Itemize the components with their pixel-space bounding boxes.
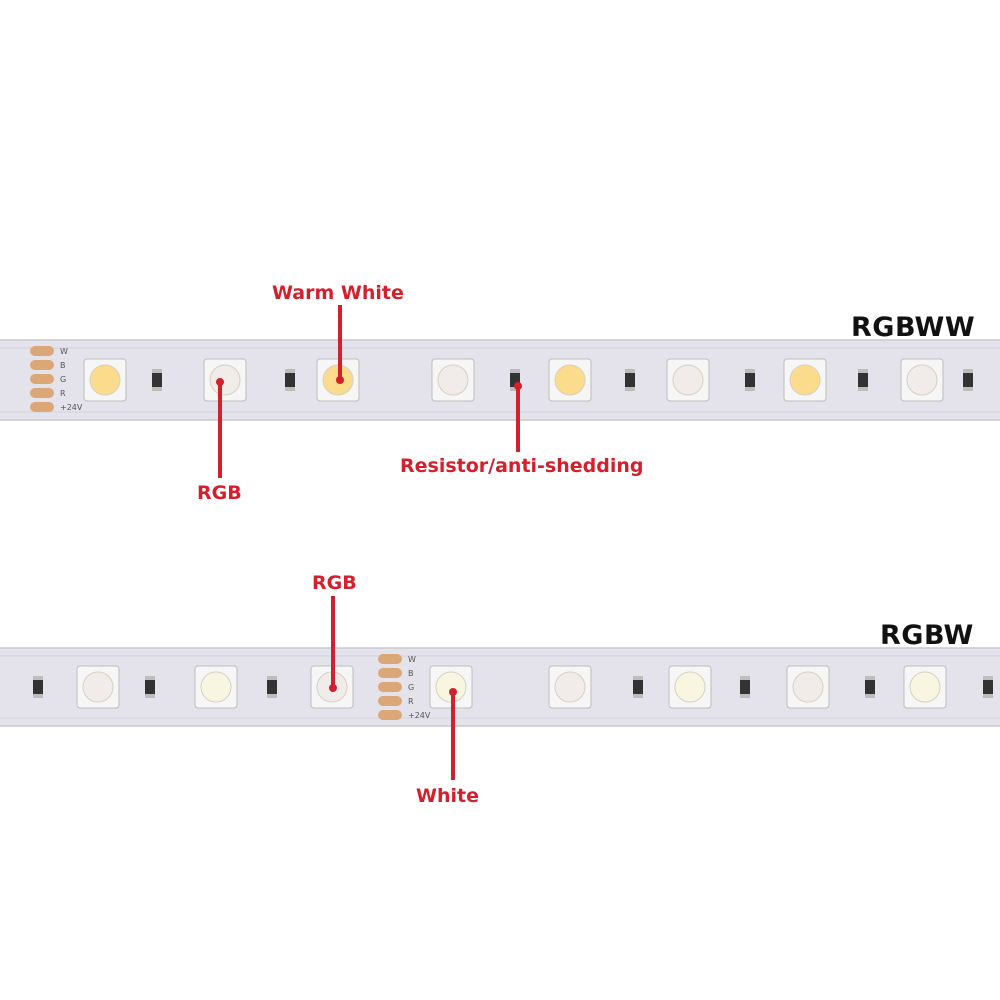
pad-mark: W (60, 347, 68, 356)
led-emitter (909, 671, 941, 703)
strip-body (0, 339, 1000, 421)
resistor-cap (963, 369, 973, 373)
resistor-pointer-dot (514, 382, 522, 390)
solder-pad (30, 402, 54, 412)
resistor-cap (740, 694, 750, 698)
solder-pad (378, 710, 402, 720)
warm-white-callout: Warm White (272, 282, 404, 304)
led-emitter (554, 364, 586, 396)
pad-mark: W (408, 655, 416, 664)
resistor-cap (858, 387, 868, 391)
resistor-cap (285, 369, 295, 373)
resistor-cap (33, 676, 43, 680)
solder-pad (378, 654, 402, 664)
led-emitter (209, 364, 241, 396)
pad-mark: B (60, 361, 66, 370)
rgb-pointer-top (218, 382, 222, 478)
solder-pad (30, 346, 54, 356)
led-emitter (674, 671, 706, 703)
led-emitter (200, 671, 232, 703)
white-callout: White (416, 785, 479, 807)
resistor-cap (152, 387, 162, 391)
solder-pad (378, 682, 402, 692)
resistor (745, 369, 755, 391)
resistor-cap (33, 694, 43, 698)
rgbw-label: RGBW (880, 620, 974, 651)
resistor (983, 676, 993, 698)
led-emitter (89, 364, 121, 396)
resistor-cap (983, 694, 993, 698)
resistor-cap (633, 694, 643, 698)
pad-mark: B (408, 669, 414, 678)
resistor-pointer (516, 386, 520, 452)
rgb-pointer-bottom (331, 596, 335, 688)
resistor (963, 369, 973, 391)
rgb-callout-bottom: RGB (312, 572, 357, 594)
led-emitter (437, 364, 469, 396)
solder-pad (378, 696, 402, 706)
solder-pad (30, 360, 54, 370)
resistor-cap (145, 676, 155, 680)
resistor-callout: Resistor/anti-shedding (400, 455, 644, 477)
resistor (858, 369, 868, 391)
pad-mark: R (408, 697, 414, 706)
solder-pad (378, 668, 402, 678)
white-pointer (451, 692, 455, 780)
resistor (33, 676, 43, 698)
resistor-cap (285, 387, 295, 391)
resistor (152, 369, 162, 391)
resistor-cap (858, 369, 868, 373)
resistor (625, 369, 635, 391)
resistor-cap (745, 387, 755, 391)
resistor-cap (625, 369, 635, 373)
resistor-cap (963, 387, 973, 391)
led-emitter (82, 671, 114, 703)
pad-mark: +24V (408, 711, 431, 720)
pad-mark: +24V (60, 403, 83, 412)
led-emitter (554, 671, 586, 703)
rgb-pointer-top-dot (216, 378, 224, 386)
solder-pad (30, 388, 54, 398)
resistor-cap (267, 676, 277, 680)
resistor-cap (745, 369, 755, 373)
resistor-cap (633, 676, 643, 680)
resistor (740, 676, 750, 698)
resistor-cap (865, 694, 875, 698)
resistor (865, 676, 875, 698)
resistor-cap (145, 694, 155, 698)
solder-pad (30, 374, 54, 384)
resistor (145, 676, 155, 698)
pad-mark: G (60, 375, 66, 384)
led-emitter (789, 364, 821, 396)
resistor-cap (510, 369, 520, 373)
resistor-cap (267, 694, 277, 698)
led-emitter (906, 364, 938, 396)
resistor-cap (865, 676, 875, 680)
warm-white-pointer (338, 305, 342, 380)
resistor-cap (740, 676, 750, 680)
pad-mark: R (60, 389, 66, 398)
led-emitter (792, 671, 824, 703)
rgb-pointer-bottom-dot (329, 684, 337, 692)
pad-mark: G (408, 683, 414, 692)
strip-body (0, 647, 1000, 727)
led-emitter (672, 364, 704, 396)
rgb-callout-top: RGB (197, 482, 242, 504)
warm-white-pointer-dot (336, 376, 344, 384)
resistor (285, 369, 295, 391)
white-pointer-dot (449, 688, 457, 696)
rgbww-label: RGBWW (851, 312, 976, 343)
resistor-cap (152, 369, 162, 373)
resistor (633, 676, 643, 698)
resistor-cap (625, 387, 635, 391)
resistor-cap (983, 676, 993, 680)
resistor (267, 676, 277, 698)
